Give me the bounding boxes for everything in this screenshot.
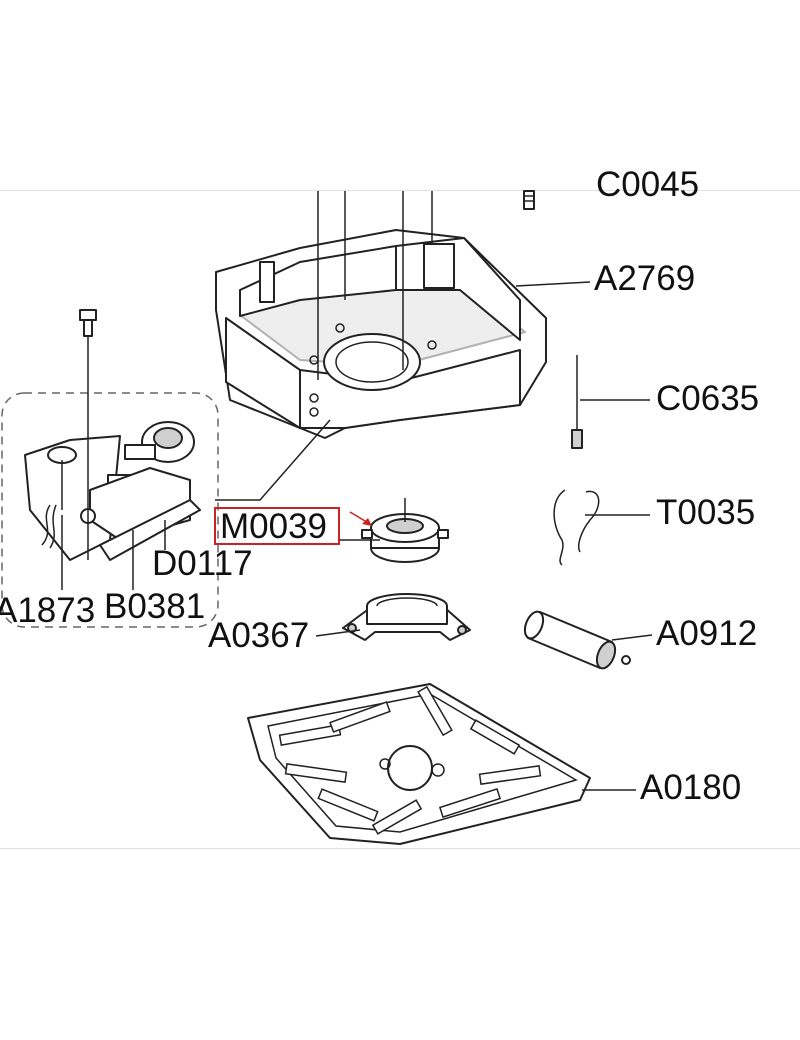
label-top-partial: C0045 bbox=[596, 165, 699, 204]
label-a1873: A1873 bbox=[0, 591, 95, 630]
label-t0035: T0035 bbox=[656, 493, 755, 532]
motor bbox=[361, 498, 449, 563]
label-a0180: A0180 bbox=[640, 768, 741, 807]
label-d0117: D0117 bbox=[152, 544, 253, 583]
leader-a0367 bbox=[315, 629, 361, 637]
label-b0381: B0381 bbox=[104, 587, 205, 626]
pump-assembly-group-box bbox=[1, 392, 219, 628]
label-a2769: A2769 bbox=[594, 259, 695, 298]
label-a0367: A0367 bbox=[208, 616, 309, 655]
highlight-box-m0039 bbox=[214, 507, 340, 545]
screw-top-right bbox=[523, 190, 535, 210]
housing-base bbox=[215, 191, 547, 439]
label-m0039: M0039 bbox=[220, 507, 327, 546]
leader-pump-to-housing bbox=[215, 419, 331, 501]
highlight-arrow bbox=[349, 511, 372, 526]
label-c0635: C0635 bbox=[656, 379, 759, 418]
leader-a2769 bbox=[515, 281, 591, 287]
temperature-probe bbox=[571, 355, 583, 449]
motor-mount bbox=[342, 593, 471, 641]
cylinder-part bbox=[523, 610, 631, 670]
wire-clip bbox=[553, 489, 600, 566]
base-plate bbox=[247, 683, 591, 845]
leader-a0912 bbox=[611, 634, 653, 641]
label-a0912: A0912 bbox=[656, 614, 757, 653]
